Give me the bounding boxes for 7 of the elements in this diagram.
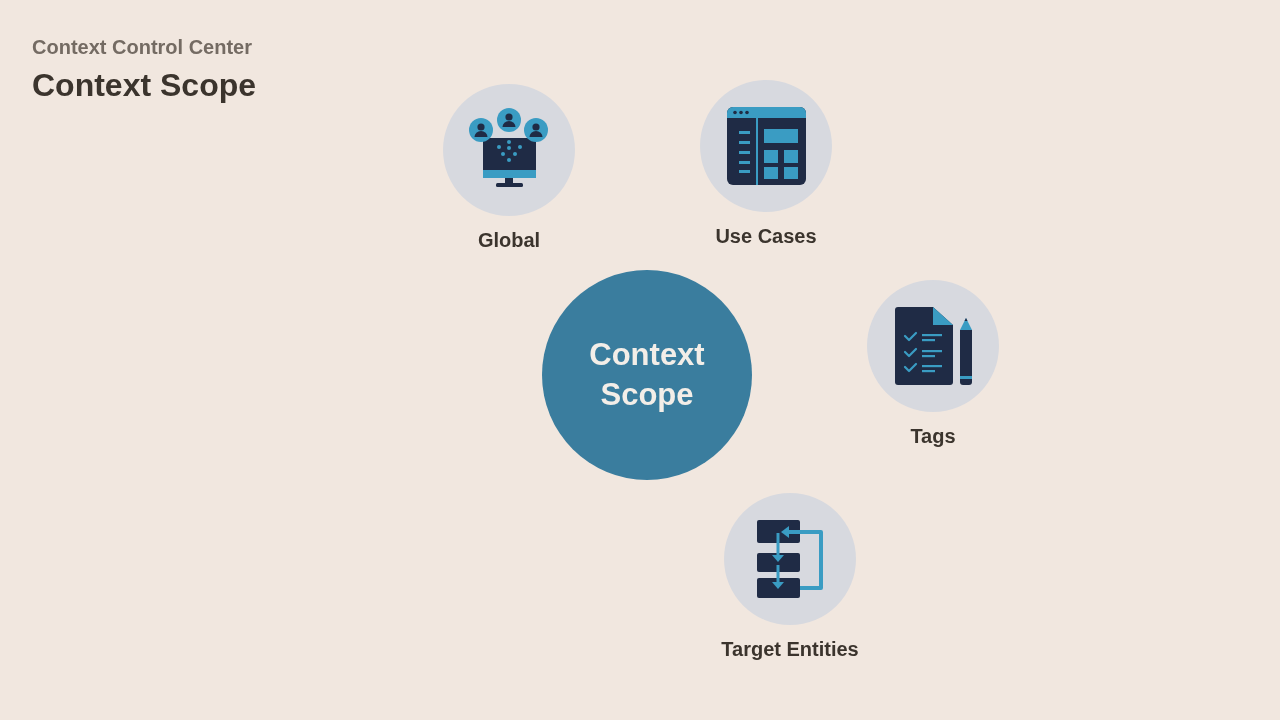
node-label: Target Entities [721,637,859,661]
node-label: Tags [910,424,956,448]
node-label: Use Cases [715,224,817,248]
node-label: Global [477,228,541,252]
page-title: Context Scope [32,66,257,104]
section-label: Context Control Center [32,35,252,59]
node-label: Context Scope [588,336,706,414]
